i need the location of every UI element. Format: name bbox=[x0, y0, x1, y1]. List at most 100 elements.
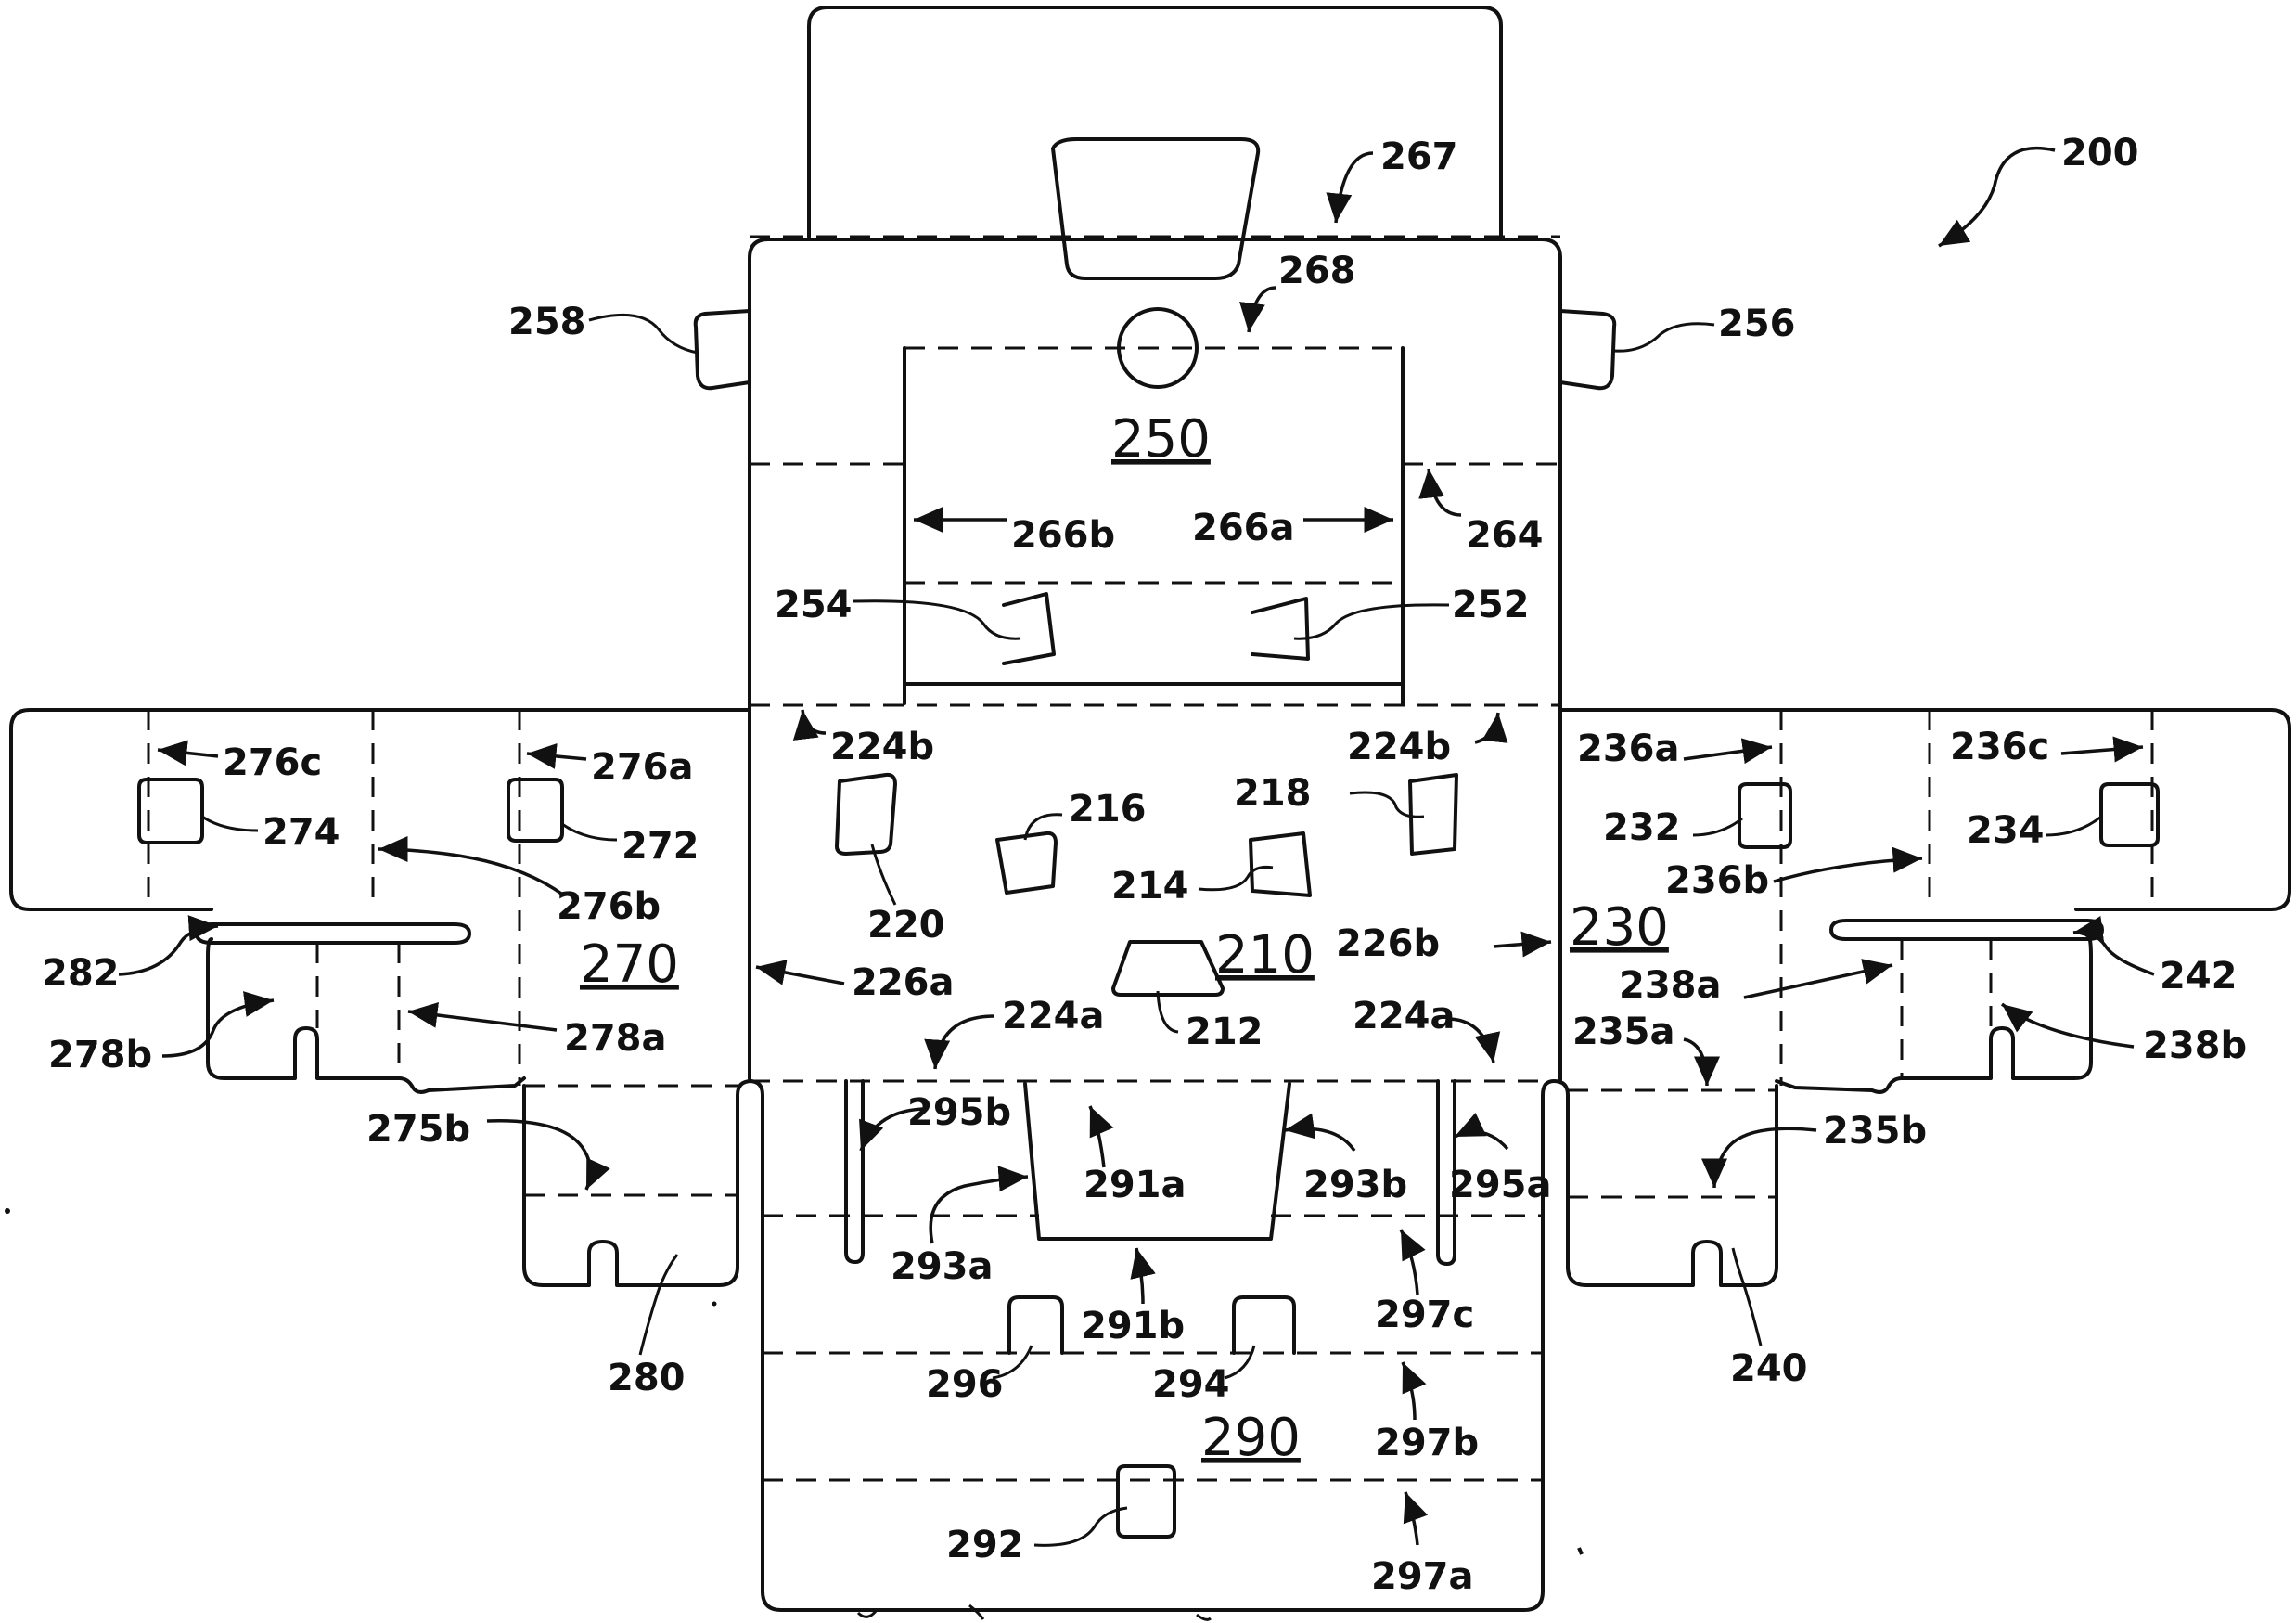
leader-220 bbox=[872, 844, 895, 905]
arrow-224a-left bbox=[935, 1016, 994, 1069]
arrow-278b bbox=[162, 1000, 274, 1056]
ref-label-216: 216 bbox=[1069, 788, 1147, 831]
bottom-stray-mark bbox=[969, 1605, 983, 1619]
tab-216 bbox=[997, 833, 1056, 893]
leader-292 bbox=[1034, 1508, 1127, 1545]
flap-280 bbox=[524, 1081, 751, 1285]
leader-212 bbox=[1158, 991, 1178, 1032]
arrow-291a bbox=[1090, 1106, 1104, 1167]
arrow-268 bbox=[1249, 288, 1276, 332]
tab-256 bbox=[1560, 311, 1614, 388]
ref-label-224a-right: 224a bbox=[1353, 995, 1456, 1037]
ref-label-274: 274 bbox=[263, 811, 340, 854]
slit-295b bbox=[846, 1081, 863, 1262]
arrow-293b bbox=[1285, 1128, 1354, 1151]
tab-214 bbox=[1251, 833, 1310, 895]
panel-label-230: 230 bbox=[1570, 897, 1669, 958]
ref-label-292: 292 bbox=[946, 1524, 1024, 1566]
leader-254 bbox=[853, 601, 1020, 639]
panel-label-290: 290 bbox=[1201, 1408, 1301, 1468]
ref-label-295a: 295a bbox=[1449, 1164, 1552, 1206]
tab-220 bbox=[837, 775, 895, 854]
ref-label-236c: 236c bbox=[1950, 726, 2049, 768]
arrow-226b bbox=[1494, 942, 1551, 947]
ref-label-278a: 278a bbox=[564, 1017, 667, 1060]
ref-label-276c: 276c bbox=[223, 741, 322, 784]
ref-label-212: 212 bbox=[1186, 1011, 1263, 1053]
ref-label-280: 280 bbox=[608, 1357, 686, 1399]
ref-label-293a: 293a bbox=[891, 1245, 994, 1288]
tab-254 bbox=[1004, 594, 1054, 663]
flap-240 bbox=[1554, 1081, 1777, 1285]
arrow-297a bbox=[1405, 1492, 1417, 1545]
ref-label-268: 268 bbox=[1278, 250, 1356, 292]
arrow-236b bbox=[1774, 858, 1922, 882]
arrow-276c bbox=[158, 750, 218, 756]
leader-274 bbox=[202, 817, 258, 831]
ref-label-238b: 238b bbox=[2143, 1024, 2247, 1067]
arrow-235a bbox=[1684, 1039, 1707, 1086]
leader-252 bbox=[1294, 605, 1449, 638]
ref-label-278b: 278b bbox=[48, 1034, 152, 1076]
ref-label-236b: 236b bbox=[1665, 859, 1769, 902]
tab-258 bbox=[696, 311, 750, 388]
ref-label-232: 232 bbox=[1603, 806, 1681, 849]
ref-label-220: 220 bbox=[867, 904, 945, 947]
tab-294 bbox=[1234, 1297, 1294, 1353]
leader-258 bbox=[589, 315, 698, 353]
ref-label-266b: 266b bbox=[1011, 514, 1115, 557]
ref-label-226a: 226a bbox=[852, 961, 955, 1004]
ref-label-276b: 276b bbox=[557, 885, 661, 928]
ref-label-242: 242 bbox=[2160, 955, 2238, 998]
ref-label-224b-right: 224b bbox=[1347, 726, 1451, 768]
leader-240 bbox=[1733, 1248, 1761, 1346]
arrow-226a bbox=[756, 967, 844, 984]
ref-label-252: 252 bbox=[1452, 584, 1530, 626]
reference-labels: 200 267 268 258 256 266b 266a 264 254 25… bbox=[42, 132, 2247, 1598]
leader-214 bbox=[1199, 867, 1273, 889]
ref-label-297a: 297a bbox=[1371, 1555, 1474, 1598]
arrow-264 bbox=[1429, 469, 1461, 515]
leader-218 bbox=[1350, 792, 1424, 817]
arrow-267 bbox=[1336, 153, 1373, 223]
ref-label-224b-left: 224b bbox=[830, 726, 934, 768]
arrow-238a bbox=[1744, 965, 1892, 998]
ref-label-297c: 297c bbox=[1375, 1294, 1474, 1336]
ref-label-267: 267 bbox=[1380, 135, 1458, 178]
ref-label-296: 296 bbox=[926, 1363, 1004, 1406]
slot-282 bbox=[197, 924, 469, 943]
ref-label-236a: 236a bbox=[1577, 728, 1680, 770]
ref-label-226b: 226b bbox=[1336, 922, 1440, 965]
arrow-224b-right bbox=[1475, 713, 1498, 742]
arrow-238b bbox=[2002, 1004, 2134, 1047]
panel-label-210: 210 bbox=[1215, 925, 1315, 985]
tab-218 bbox=[1410, 775, 1456, 854]
leader-272 bbox=[562, 824, 617, 840]
arrow-200 bbox=[1939, 148, 2055, 246]
ref-label-235b: 235b bbox=[1823, 1110, 1927, 1153]
ref-label-224a-left: 224a bbox=[1002, 995, 1105, 1037]
arrow-275b bbox=[487, 1121, 591, 1190]
panel-label-250: 250 bbox=[1111, 409, 1211, 470]
tab-292 bbox=[1118, 1466, 1174, 1537]
arrow-282 bbox=[119, 926, 218, 974]
ref-label-291b: 291b bbox=[1081, 1305, 1185, 1347]
tab-296 bbox=[1009, 1297, 1062, 1353]
arrow-291b bbox=[1136, 1248, 1143, 1304]
ref-label-266a: 266a bbox=[1192, 507, 1295, 549]
ref-label-200: 200 bbox=[2061, 132, 2139, 174]
tab-272 bbox=[508, 779, 562, 841]
ref-label-264: 264 bbox=[1466, 514, 1544, 557]
arrow-293a bbox=[930, 1177, 1028, 1243]
tab-252 bbox=[1252, 599, 1308, 659]
tab-234 bbox=[2101, 784, 2158, 845]
ref-label-297b: 297b bbox=[1375, 1422, 1479, 1464]
slot-291 bbox=[1025, 1084, 1289, 1239]
ref-label-258: 258 bbox=[508, 301, 586, 343]
arrow-295a bbox=[1455, 1132, 1507, 1149]
panel-label-270: 270 bbox=[580, 934, 679, 995]
arrow-297c bbox=[1401, 1230, 1417, 1295]
ref-label-282: 282 bbox=[42, 952, 120, 995]
leader-256 bbox=[1614, 324, 1714, 351]
